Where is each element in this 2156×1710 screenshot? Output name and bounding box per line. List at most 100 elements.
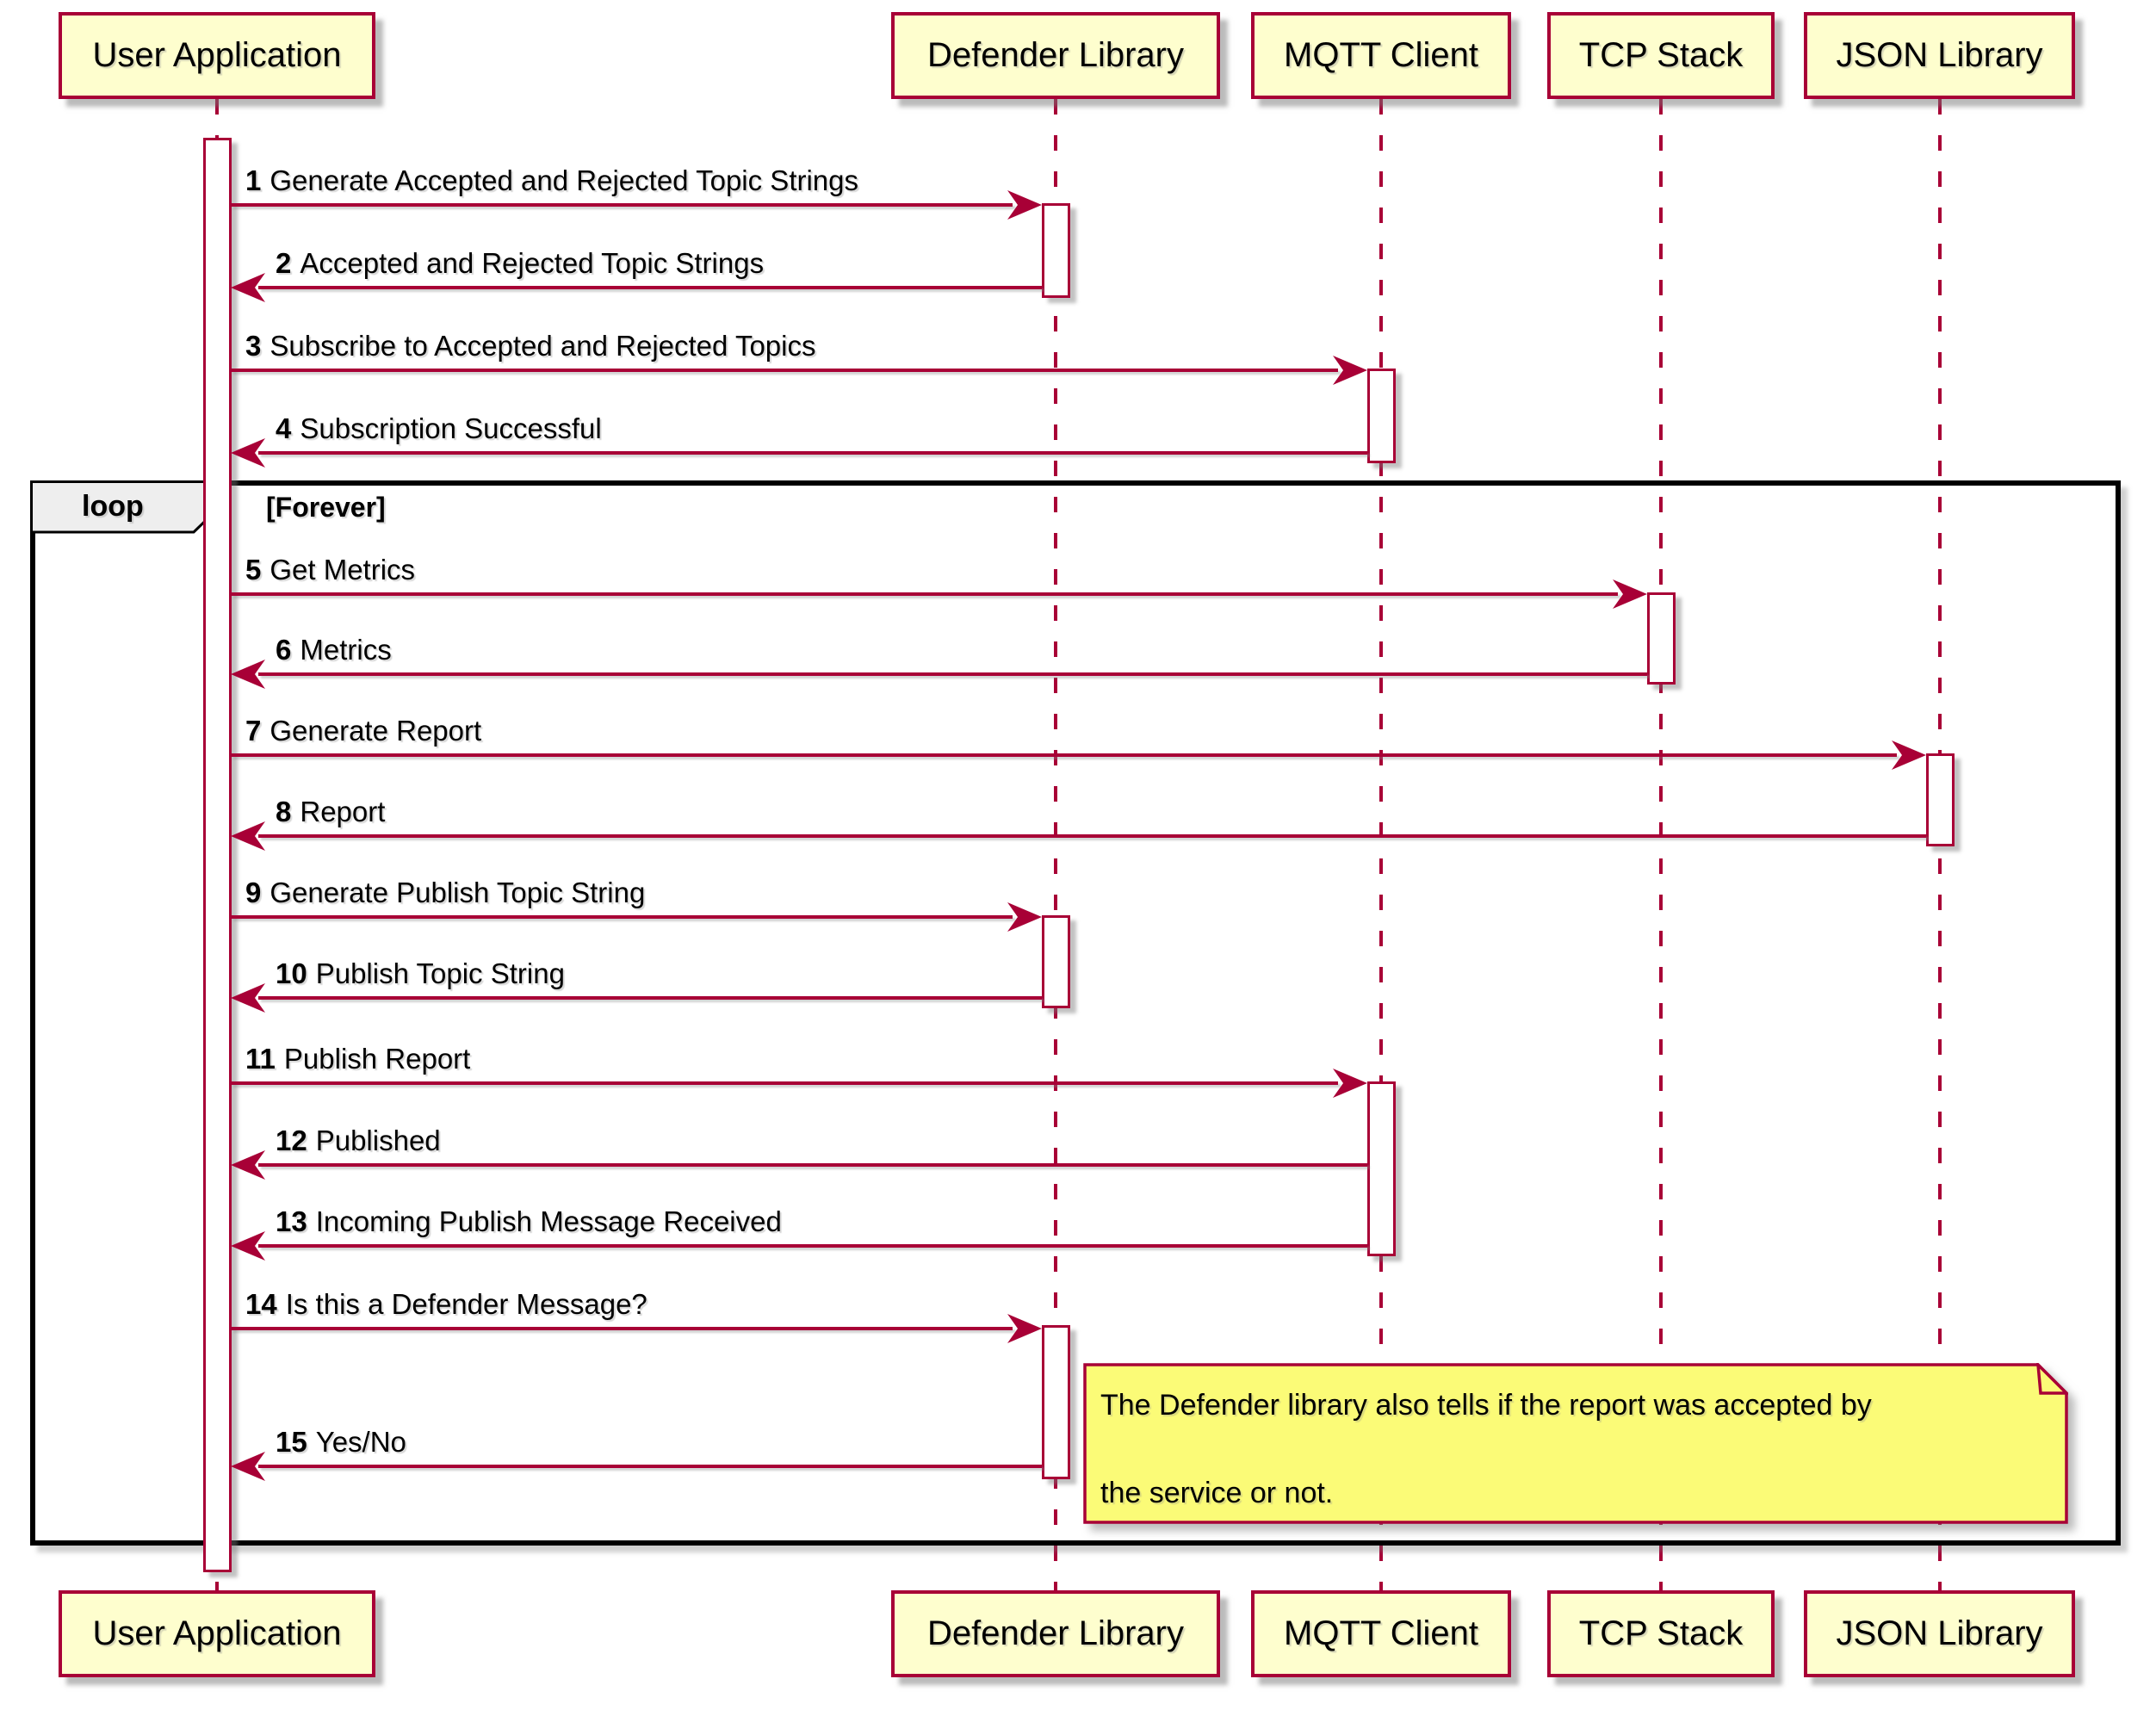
activation-bar-tcp-stack-6: [1647, 592, 1676, 685]
message-arrowhead-1: [1007, 190, 1042, 220]
message-number: 11: [245, 1043, 276, 1075]
message-arrow-line-9: [231, 915, 1013, 919]
participant-label: Defender Library: [927, 36, 1184, 74]
message-arrowhead-3: [1333, 356, 1367, 385]
loop-fragment-border: [30, 480, 2121, 1546]
participant-tcp-stack-bottom: TCP Stack: [1547, 1590, 1775, 1677]
message-text: Subscribe to Accepted and Rejected Topic…: [270, 330, 816, 362]
participant-label: User Application: [92, 1614, 342, 1652]
note: [1083, 1360, 2071, 1524]
message-text: Metrics: [300, 634, 392, 666]
message-number: 12: [276, 1125, 307, 1156]
message-arrow-line-1: [231, 203, 1013, 207]
message-label-12: 12 Published: [276, 1125, 441, 1157]
message-arrow-line-12: [258, 1163, 1367, 1167]
participant-label: JSON Library: [1836, 1614, 2043, 1652]
message-number: 4: [276, 412, 292, 444]
message-arrow-line-13: [258, 1244, 1367, 1248]
message-arrow-line-3: [231, 369, 1338, 372]
activation-bar-mqtt-client-4: [1367, 369, 1396, 463]
message-text: Generate Accepted and Rejected Topic Str…: [270, 164, 859, 196]
message-number: 6: [276, 634, 292, 666]
activation-bar-defender-library-2: [1042, 915, 1070, 1008]
participant-mqtt-client-top: MQTT Client: [1251, 12, 1511, 99]
message-arrow-line-15: [258, 1465, 1042, 1468]
participant-label: User Application: [92, 36, 342, 74]
message-text: Published: [315, 1125, 441, 1156]
message-arrow-line-7: [231, 753, 1897, 757]
message-number: 15: [276, 1426, 307, 1458]
message-label-8: 8 Report: [276, 796, 385, 828]
message-text: Publish Topic String: [315, 957, 565, 989]
activation-bar-defender-library-3: [1042, 1325, 1070, 1479]
message-number: 3: [245, 330, 262, 362]
participant-label: MQTT Client: [1284, 36, 1478, 74]
participant-user-application-top: User Application: [59, 12, 375, 99]
message-text: Subscription Successful: [300, 412, 602, 444]
message-number: 5: [245, 554, 262, 585]
message-text: Generate Publish Topic String: [270, 877, 646, 908]
participant-label: TCP Stack: [1578, 1614, 1744, 1652]
message-number: 2: [276, 247, 292, 279]
participant-user-application-bottom: User Application: [59, 1590, 375, 1677]
activation-bar-mqtt-client-5: [1367, 1081, 1396, 1256]
message-arrow-line-4: [258, 451, 1367, 455]
message-number: 8: [276, 796, 292, 827]
message-number: 1: [245, 164, 262, 196]
message-text: Yes/No: [315, 1426, 406, 1458]
message-label-5: 5 Get Metrics: [245, 554, 415, 586]
lifeline-tcp-stack: [1659, 99, 1663, 1590]
message-text: Incoming Publish Message Received: [315, 1205, 782, 1237]
note-shape: [1083, 1360, 2071, 1524]
message-number: 13: [276, 1205, 307, 1237]
participant-defender-library-bottom: Defender Library: [891, 1590, 1220, 1677]
message-text: Is this a Defender Message?: [285, 1288, 647, 1320]
participant-label: MQTT Client: [1284, 1614, 1478, 1652]
participant-tcp-stack-top: TCP Stack: [1547, 12, 1775, 99]
participant-json-library-bottom: JSON Library: [1804, 1590, 2075, 1677]
participant-label: JSON Library: [1836, 36, 2043, 74]
message-number: 14: [245, 1288, 277, 1320]
message-text: Get Metrics: [270, 554, 416, 585]
message-arrow-line-6: [258, 672, 1647, 676]
participant-label: TCP Stack: [1578, 36, 1744, 74]
participant-json-library-top: JSON Library: [1804, 12, 2075, 99]
loop-guard-label: [Forever]: [266, 492, 386, 523]
message-number: 10: [276, 957, 307, 989]
activation-bar-json-library-7: [1926, 753, 1955, 846]
note-text-line: the service or not.: [1100, 1477, 1334, 1509]
lifeline-defender-library: [1054, 99, 1057, 1590]
participant-mqtt-client-bottom: MQTT Client: [1251, 1590, 1511, 1677]
activation-bar-user-application-0: [203, 138, 232, 1572]
message-text: Publish Report: [283, 1043, 471, 1075]
activation-bar-defender-library-1: [1042, 203, 1070, 298]
loop-operator-label: loop: [82, 490, 144, 523]
message-arrow-line-14: [231, 1327, 1013, 1330]
participant-defender-library-top: Defender Library: [891, 12, 1220, 99]
message-arrow-line-2: [258, 286, 1042, 289]
participant-label: Defender Library: [927, 1614, 1184, 1652]
message-text: Accepted and Rejected Topic Strings: [300, 247, 765, 279]
lifeline-mqtt-client: [1379, 99, 1383, 1590]
message-number: 9: [245, 877, 262, 908]
message-label-9: 9 Generate Publish Topic String: [245, 877, 645, 909]
note-text-line: The Defender library also tells if the r…: [1100, 1389, 1872, 1422]
message-arrow-line-8: [258, 834, 1926, 838]
message-arrow-line-5: [231, 592, 1618, 596]
message-arrow-line-10: [258, 996, 1042, 1000]
message-text: Report: [300, 796, 386, 827]
message-number: 7: [245, 715, 262, 747]
message-arrow-line-11: [231, 1081, 1338, 1085]
message-text: Generate Report: [270, 715, 482, 747]
